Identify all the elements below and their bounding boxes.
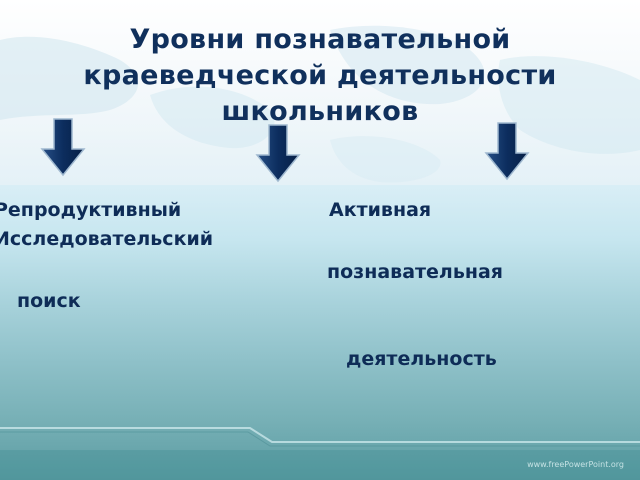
- label-research: Исследовательский: [0, 228, 214, 250]
- title-line-2: краеведческой деятельности: [83, 60, 557, 91]
- title-line-3: школьников: [221, 96, 419, 127]
- down-arrow-icon: [40, 118, 86, 177]
- watermark: www.freePowerPoint.org: [527, 460, 624, 469]
- label-cognitive: познавательная: [327, 261, 503, 283]
- down-arrow-icon: [255, 124, 301, 183]
- label-reproductive: Репродуктивный: [0, 199, 182, 221]
- label-activity: деятельность: [346, 348, 497, 370]
- down-arrow-icon: [484, 122, 530, 181]
- title-line-1: Уровни познавательной: [129, 24, 511, 55]
- world-map-decoration: [0, 25, 640, 183]
- label-search: поиск: [17, 290, 81, 312]
- label-active: Активная: [329, 199, 432, 221]
- bottom-decoration: [0, 427, 640, 480]
- slide-title: Уровни познавательной краеведческой деят…: [20, 22, 620, 130]
